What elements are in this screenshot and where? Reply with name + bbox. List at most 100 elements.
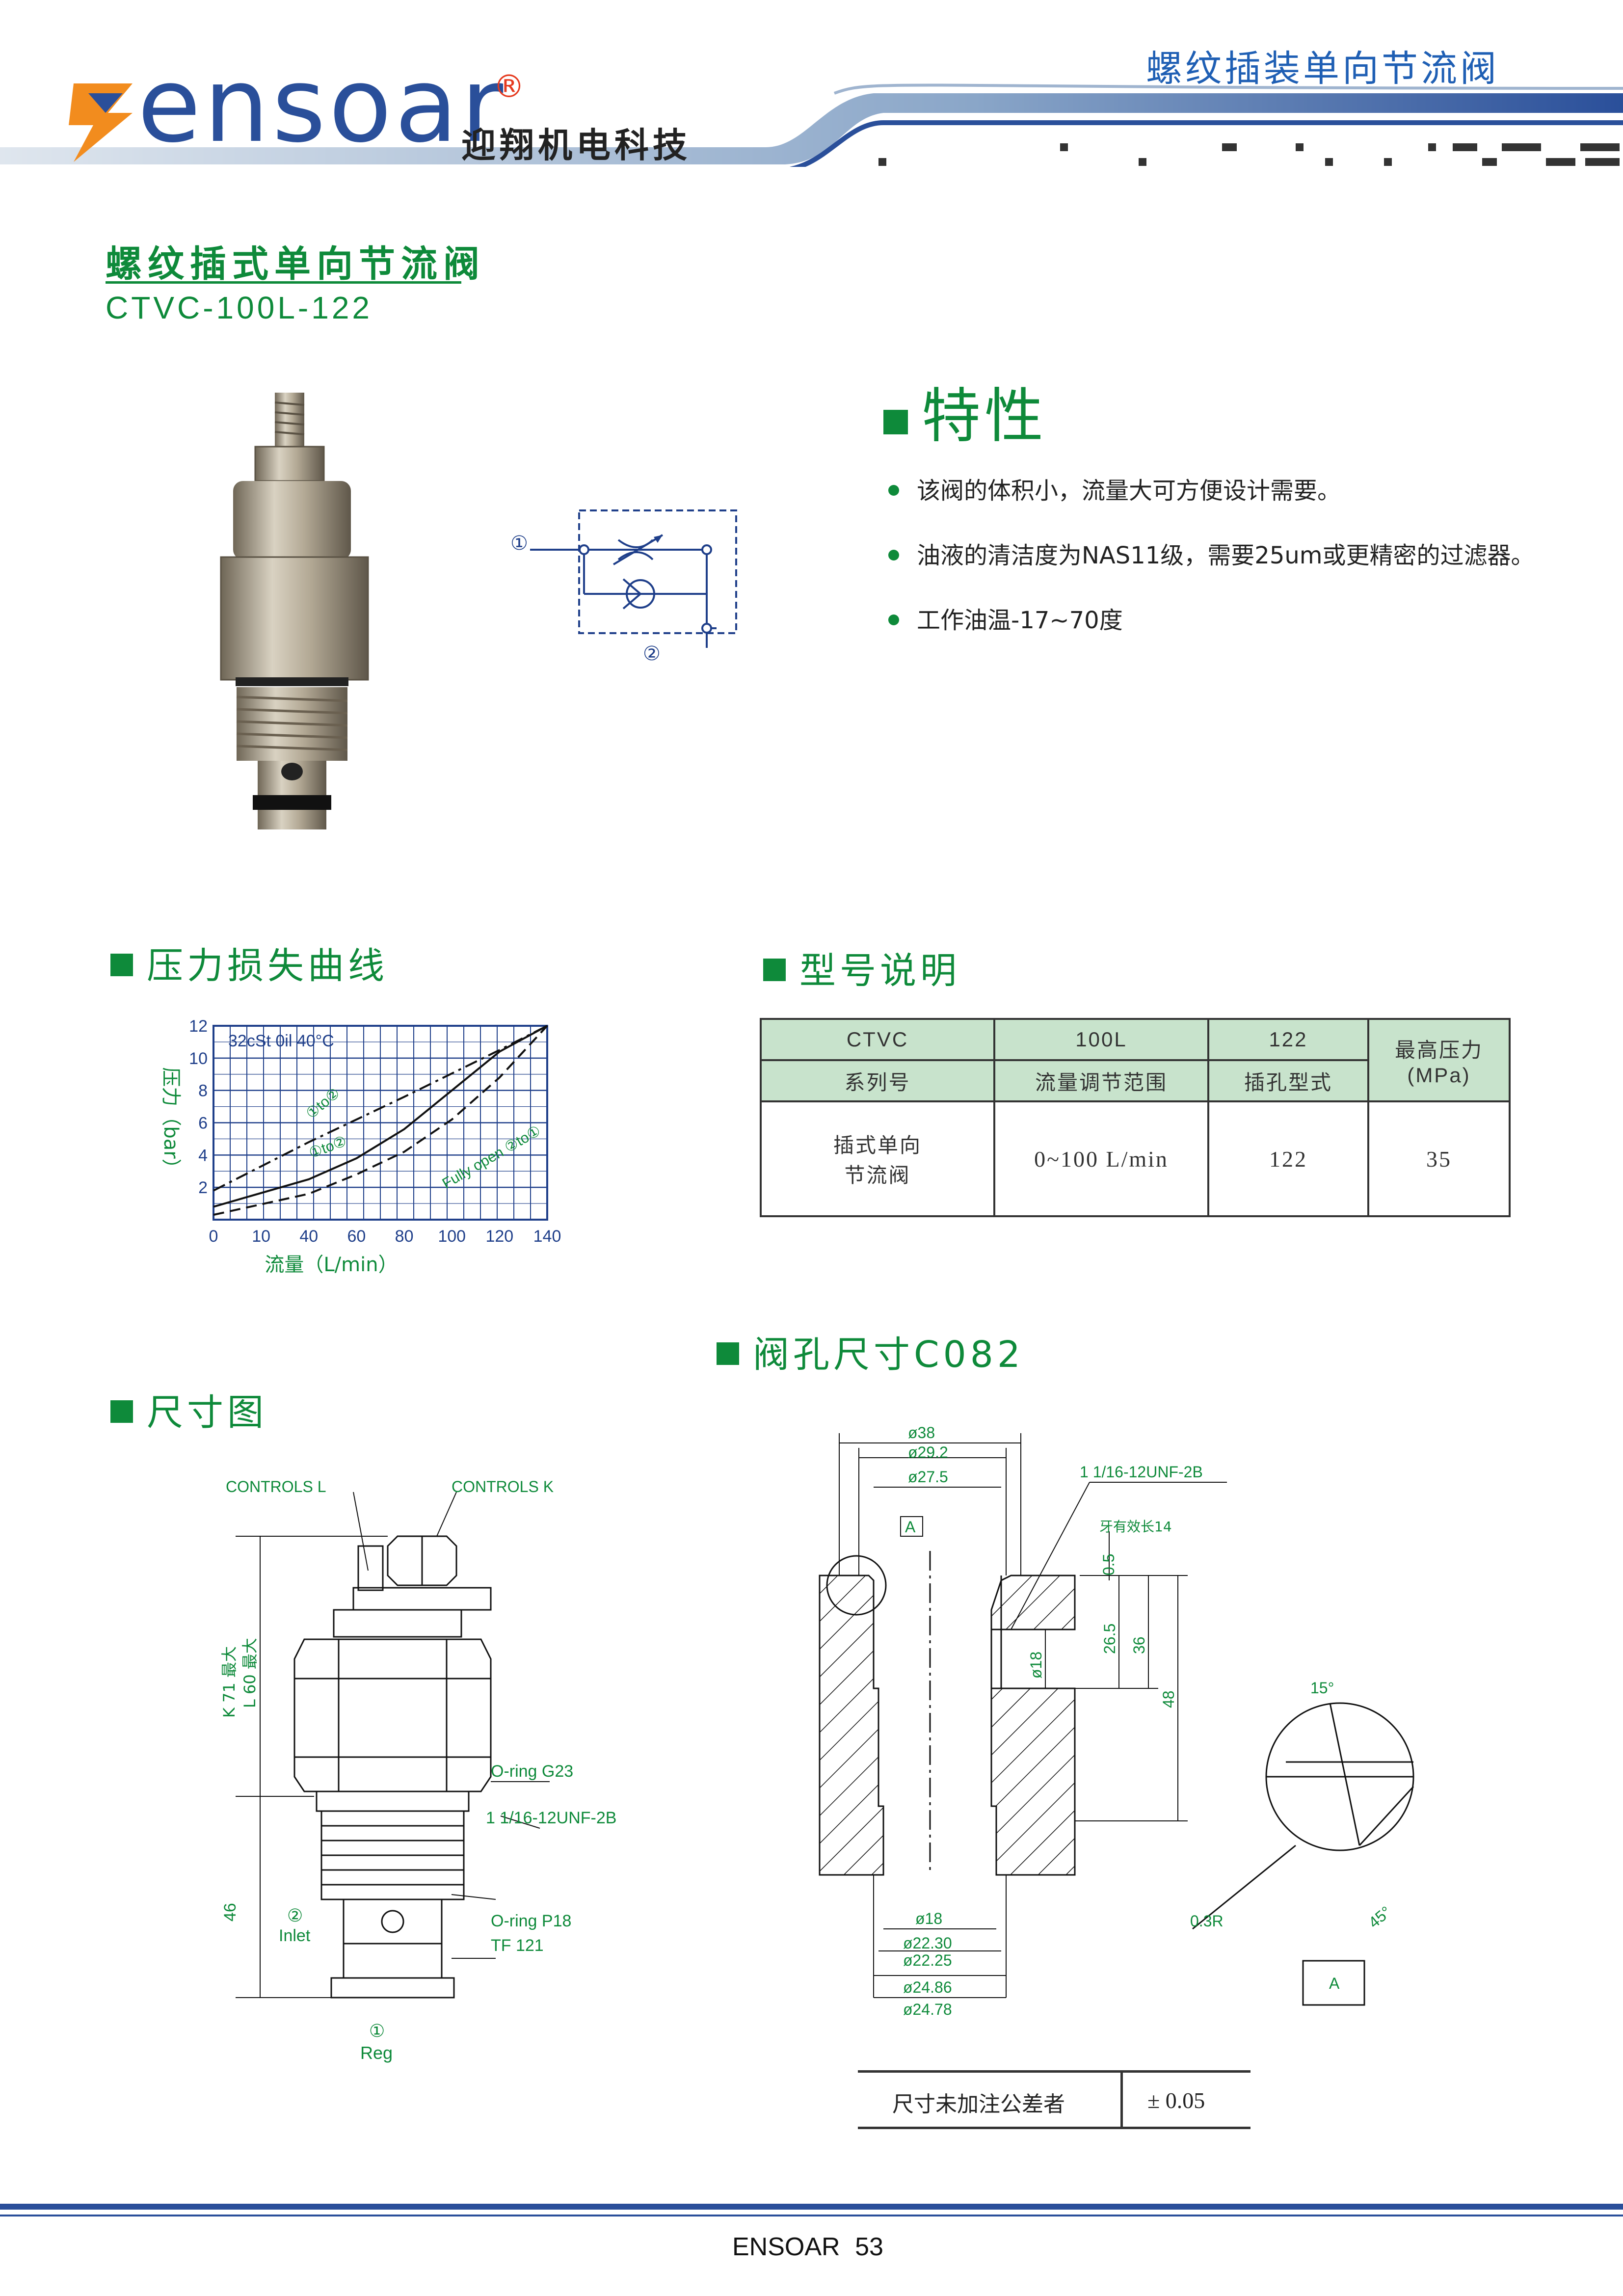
y-tick-label: 12 xyxy=(189,1017,208,1036)
detail-a-marker: A xyxy=(905,1518,916,1536)
port-1-label: ① xyxy=(510,532,528,555)
x-tick-label: 120 xyxy=(485,1227,513,1246)
value-cavity: 122 xyxy=(1207,1100,1369,1217)
company-name: 迎翔机电科技 xyxy=(461,125,691,165)
controls-k-label: CONTROLS K xyxy=(452,1478,554,1495)
footer-rule-thick xyxy=(0,2204,1623,2210)
y-tick-label: 4 xyxy=(198,1146,208,1165)
product-model: CTVC-100L-122 xyxy=(106,290,372,325)
pressure-curve-heading: 压力损失曲线 xyxy=(110,936,388,989)
tolerance-divider xyxy=(1120,2073,1123,2127)
cavity-heading: 阀孔尺寸C082 xyxy=(717,1325,1024,1378)
tf121-label: TF 121 xyxy=(491,1936,544,1955)
dim-d38: ø38 xyxy=(908,1424,935,1442)
reg-number: ① xyxy=(369,2021,385,2041)
model-info-heading: 型号说明 xyxy=(763,941,960,994)
footer-brand: ENSOAR xyxy=(732,2233,840,2261)
dim-0-5: 0.5 xyxy=(1100,1554,1117,1575)
thread-spec: 1 1/16-12UNF-2B xyxy=(1080,1463,1203,1481)
k71-label: K 71 最大 xyxy=(220,1646,239,1718)
cavity-drawing: ø38 ø29.2 ø27.5 1 1/16-12UNF-2B 牙有效长14 A… xyxy=(819,1424,1414,2018)
dim-48: 48 xyxy=(1160,1690,1177,1708)
dim-26-5: 26.5 xyxy=(1101,1624,1118,1654)
reg-label: Reg xyxy=(360,2043,393,2063)
footer-rule-thin xyxy=(0,2215,1623,2216)
page-header: ensoar ® 迎翔机电科技 螺纹插装单向节流阀 xyxy=(0,0,1623,167)
product-photo xyxy=(220,393,369,829)
thread-label: 1 1/16-12UNF-2B xyxy=(486,1809,616,1827)
features-list: 该阀的体积小，流量大可方便设计需要。 油液的清洁度为NAS11级，需要25um或… xyxy=(888,471,1535,635)
inlet-label: Inlet xyxy=(279,1926,311,1945)
dimension-drawing: CONTROLS L CONTROLS K K 71 最大 L 60 最大 O-… xyxy=(220,1478,616,2063)
x-tick-label: 140 xyxy=(533,1227,561,1246)
hydraulic-symbol: ① ② xyxy=(510,509,737,665)
page-number: 53 xyxy=(855,2233,883,2261)
dim-d24-78: ø24.78 xyxy=(903,2001,952,2018)
x-tick-label: 40 xyxy=(299,1227,318,1246)
x-tick-label: 0 xyxy=(209,1227,218,1246)
y-tick-label: 2 xyxy=(198,1178,208,1197)
l60-label: L 60 最大 xyxy=(240,1638,259,1708)
x-tick-label: 80 xyxy=(395,1227,414,1246)
tolerance-value: ± 0.05 xyxy=(1147,2088,1205,2113)
y-tick-label: 6 xyxy=(198,1114,208,1133)
pressure-loss-chart: 0 10 40 60 80 100 120 140 2 4 6 8 10 12 流量（L/min） 压力（ba… xyxy=(160,1017,561,1276)
logo-text: ensoar xyxy=(137,45,506,165)
footer-page: ENSOAR 53 xyxy=(732,2232,883,2262)
feature-item: 工作油温-17~70度 xyxy=(888,601,1535,635)
label-cavity: 插孔型式 xyxy=(1207,1059,1369,1102)
product-title-cn: 螺纹插式单向节流阀 xyxy=(106,243,485,285)
logo-icon xyxy=(69,83,133,162)
dimension-heading: 尺寸图 xyxy=(110,1383,267,1436)
oring-p18-label: O-ring P18 xyxy=(491,1912,571,1930)
code-cavity: 122 xyxy=(1207,1018,1369,1061)
tolerance-label: 尺寸未加注公差者 xyxy=(892,2092,1065,2117)
features-heading: 特性 xyxy=(883,368,1047,454)
code-flow: 100L xyxy=(993,1018,1209,1061)
x-tick-label: 100 xyxy=(438,1227,466,1246)
inlet-number: ② xyxy=(287,1906,303,1926)
series-line xyxy=(213,1025,548,1208)
category-title: 螺纹插装单向节流阀 xyxy=(1146,48,1499,90)
dim-d18: ø18 xyxy=(915,1910,942,1927)
registered-mark: ® xyxy=(493,69,525,105)
dim-d22-25: ø22.25 xyxy=(903,1951,952,1969)
dim-d29-2: ø29.2 xyxy=(908,1443,948,1461)
feature-item: 油液的清洁度为NAS11级，需要25um或更精密的过滤器。 xyxy=(888,536,1535,570)
thread-length: 牙有效长14 xyxy=(1099,1519,1172,1535)
y-tick-label: 10 xyxy=(189,1049,208,1068)
series-label: Fully open ②to① xyxy=(440,1122,544,1192)
dim-d22-30: ø22.30 xyxy=(903,1934,952,1952)
value-pressure: 35 xyxy=(1367,1100,1511,1217)
chart-annotation: 32cSt 0il 40°C xyxy=(228,1032,334,1050)
value-flow: 0~100 L/min xyxy=(993,1100,1209,1217)
label-flow: 流量调节范围 xyxy=(993,1059,1209,1102)
tolerance-note: 尺寸未加注公差者 ± 0.05 xyxy=(858,2070,1251,2129)
angle-15: 15° xyxy=(1310,1679,1334,1697)
x-tick-label: 10 xyxy=(252,1227,270,1246)
title-underline xyxy=(106,281,461,284)
series-line xyxy=(213,1025,548,1216)
y-axis-label: 压力（bar） xyxy=(160,1067,182,1178)
code-series: CTVC xyxy=(760,1018,995,1061)
dim-d24-86: ø24.86 xyxy=(903,1978,952,1996)
angle-45: 45° xyxy=(1365,1903,1394,1932)
dim-d27-5: ø27.5 xyxy=(908,1468,948,1486)
detail-a-label: A xyxy=(1329,1975,1340,1992)
controls-l-label: CONTROLS L xyxy=(226,1478,326,1495)
dim-d18-vertical: ø18 xyxy=(1027,1652,1045,1679)
plot-frame xyxy=(213,1025,548,1221)
max-pressure-header: 最高压力(MPa) xyxy=(1367,1018,1511,1102)
x-axis-label: 流量（L/min） xyxy=(265,1254,398,1276)
x-tick-label: 60 xyxy=(347,1227,366,1246)
y-tick-label: 8 xyxy=(198,1082,208,1100)
dim-36: 36 xyxy=(1130,1636,1148,1654)
dim-46-label: 46 xyxy=(221,1903,239,1922)
header-swoosh xyxy=(0,83,1623,167)
oring-g23-label: O-ring G23 xyxy=(491,1762,573,1781)
label-series: 系列号 xyxy=(760,1059,995,1102)
radius-0-3: 0.3R xyxy=(1190,1912,1224,1930)
port-2-label: ② xyxy=(643,642,661,665)
model-table: CTVC 100L 122 最高压力(MPa) 系列号 流量调节范围 插孔型式 … xyxy=(760,1018,1511,1217)
value-series: 插式单向 节流阀 xyxy=(760,1100,995,1217)
